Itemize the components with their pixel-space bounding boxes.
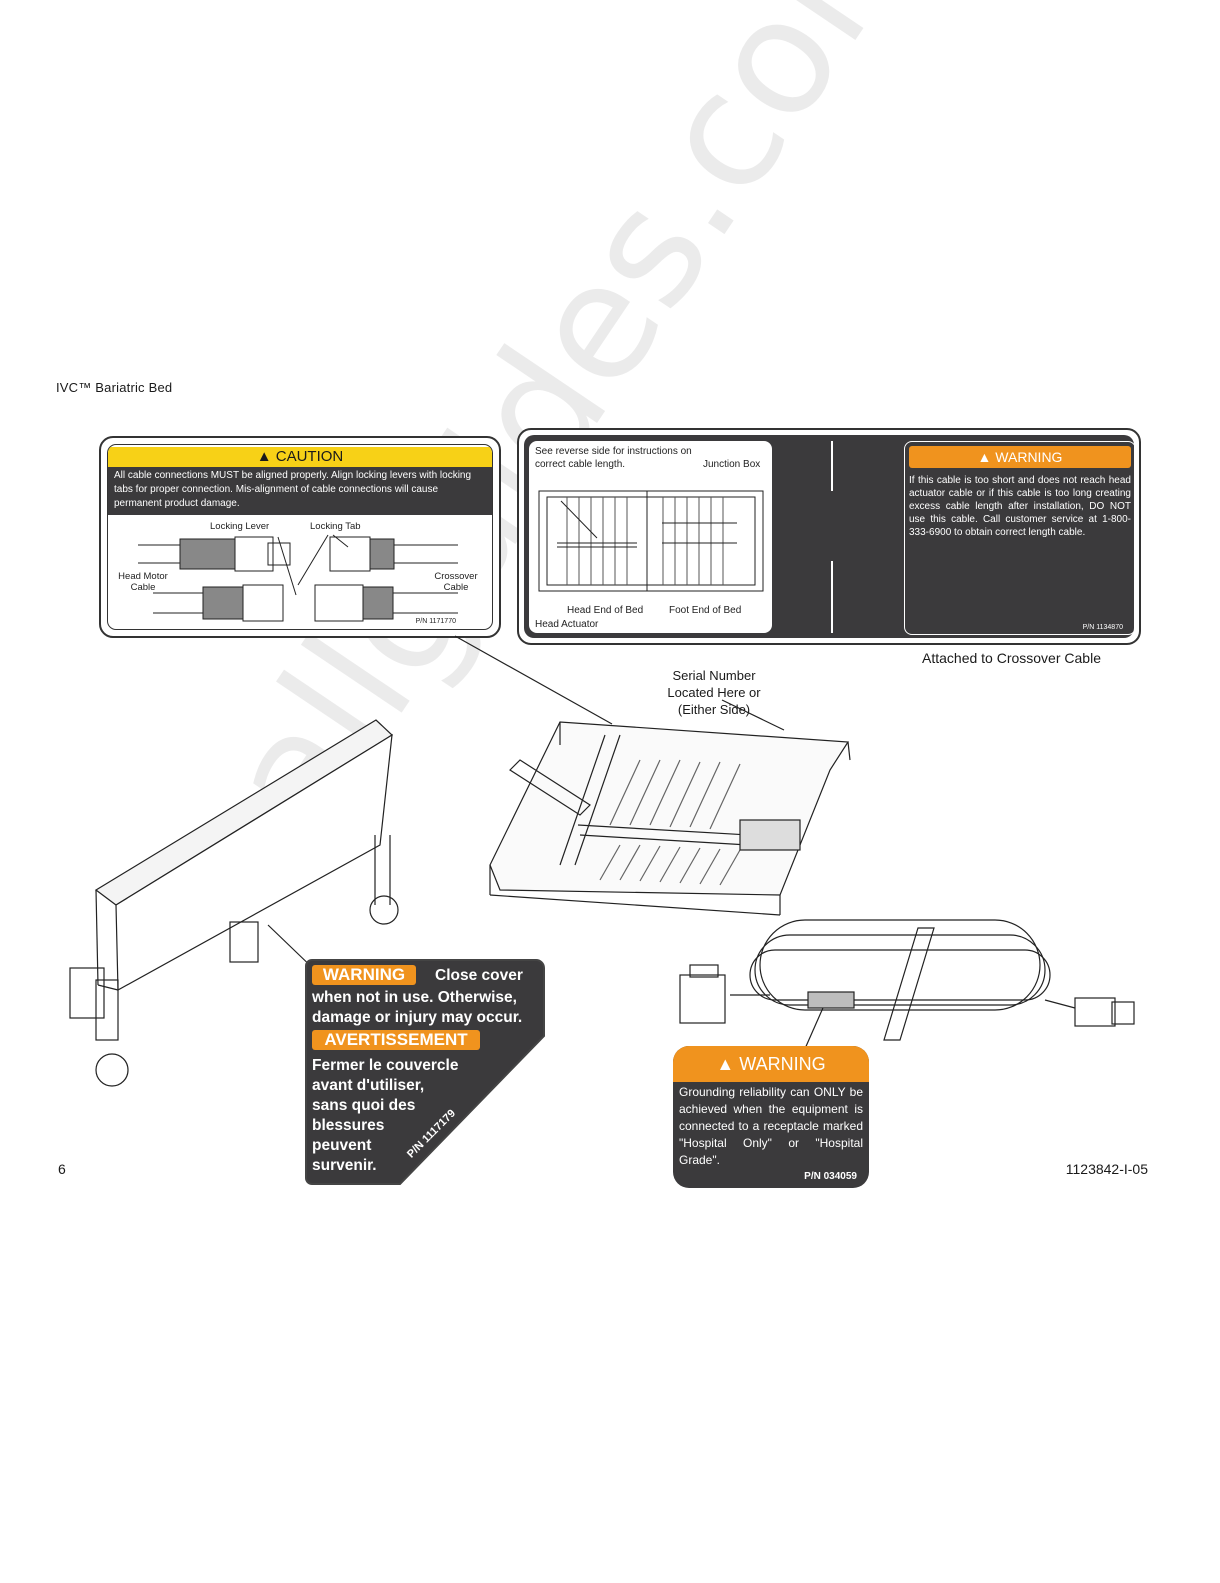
cover-warning-word: WARNING bbox=[312, 965, 416, 985]
caution-pn: P/N 1171770 bbox=[415, 618, 456, 625]
locking-lever-label: Locking Lever bbox=[210, 521, 270, 532]
page-header: IVC™ Bariatric Bed bbox=[56, 380, 173, 395]
reverse-side-note: See reverse side for instructions on cor… bbox=[535, 446, 692, 470]
locking-tab-label: Locking Tab bbox=[310, 521, 361, 532]
head-motor-cable-label: Head Motor Cable bbox=[118, 571, 168, 593]
french-line-6: survenir. bbox=[312, 1157, 377, 1174]
junction-box-label: Junction Box bbox=[703, 459, 761, 470]
cable-divider-marks bbox=[831, 441, 833, 633]
document-number: 1123842-I-05 bbox=[1065, 1161, 1148, 1177]
foot-end-label: Foot End of Bed bbox=[669, 605, 742, 616]
cover-label-shape bbox=[305, 959, 545, 1185]
french-line-5: peuvent bbox=[312, 1137, 372, 1154]
cable-length-label: See reverse side for instructions on cor… bbox=[517, 428, 1141, 645]
caution-text: All cable connections MUST be aligned pr… bbox=[108, 467, 492, 515]
ground-title-bar: ▲ WARNING bbox=[673, 1046, 869, 1082]
ground-pn: P/N 034059 bbox=[804, 1171, 857, 1182]
warning-triangle-icon: ▲ bbox=[256, 448, 272, 465]
cable-connector-diagram bbox=[138, 534, 458, 622]
bed-diagram-panel: See reverse side for instructions on cor… bbox=[529, 441, 772, 633]
warning-triangle-icon: ▲ bbox=[977, 449, 992, 465]
grounding-warning-label: ▲ WARNING Grounding reliability can ONLY… bbox=[673, 1046, 869, 1188]
cover-warning-label: WARNING Close cover when not in use. Oth… bbox=[304, 958, 550, 1188]
cover-line2: when not in use. Otherwise, bbox=[312, 989, 517, 1006]
caution-title: CAUTION bbox=[275, 448, 344, 465]
ground-title: WARNING bbox=[739, 1054, 826, 1074]
cable-warning-title: WARNING bbox=[995, 449, 1063, 465]
caution-title-bar: ▲ CAUTION bbox=[108, 447, 492, 467]
crossover-cable-label: Crossover Cable bbox=[434, 571, 478, 593]
french-line-2: avant d'utiliser, bbox=[312, 1077, 425, 1094]
avertissement-word: AVERTISSEMENT bbox=[312, 1030, 480, 1050]
french-line-3: sans quoi des bbox=[312, 1097, 416, 1114]
cable-warning-title-bar: ▲ WARNING bbox=[909, 446, 1131, 468]
cable-warning-panel: ▲ WARNING If this cable is too short and… bbox=[904, 441, 1136, 635]
attached-caption: Attached to Crossover Cable bbox=[922, 650, 1101, 666]
french-line-4: blessures bbox=[312, 1117, 385, 1134]
ground-text: Grounding reliability can ONLY be achiev… bbox=[679, 1085, 863, 1167]
bed-frame-diagram bbox=[538, 490, 764, 592]
head-end-label: Head End of Bed bbox=[567, 605, 644, 616]
serial-note: Serial Number Located Here or (Either Si… bbox=[667, 668, 761, 717]
cable-pn: P/N 1134870 bbox=[1082, 624, 1123, 631]
head-actuator-label: Head Actuator bbox=[535, 619, 599, 630]
warning-triangle-icon: ▲ bbox=[716, 1054, 735, 1074]
cover-line3: damage or injury may occur. bbox=[312, 1009, 523, 1026]
french-line-1: Fermer le couvercle bbox=[312, 1057, 459, 1074]
caution-label: ▲ CAUTION All cable connections MUST be … bbox=[99, 436, 501, 638]
cable-warning-text: If this cable is too short and does not … bbox=[909, 475, 1131, 538]
cover-line1: Close cover bbox=[435, 967, 523, 984]
page-number: 6 bbox=[58, 1161, 66, 1177]
